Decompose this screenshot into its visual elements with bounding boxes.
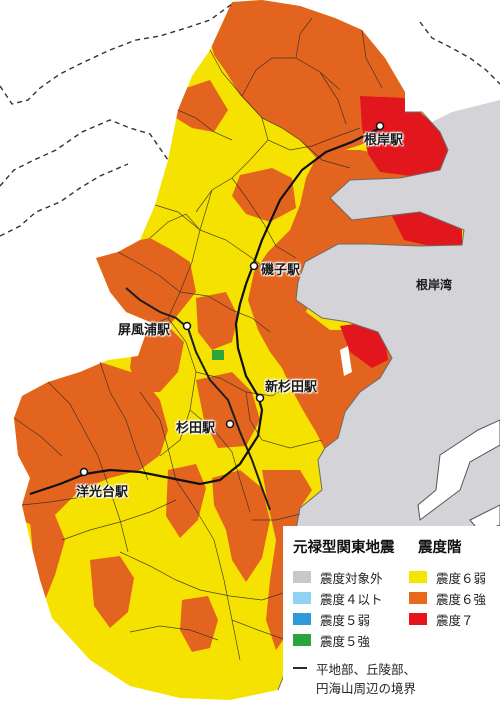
station-marker-isogo[interactable] (249, 261, 259, 271)
zone-south-4 (90, 556, 134, 628)
legend-swatch (293, 613, 311, 625)
unclassified-patch (340, 346, 352, 376)
legend-label: 震度５強 (320, 633, 371, 649)
zone-east-7 (340, 322, 388, 368)
station-marker-shinsugita[interactable] (255, 393, 265, 403)
legend-panel: 元禄型関東地震 震度階 震度対象外 震度４以ト 震度５弱 震度５強 震度６弱 震… (283, 526, 500, 706)
legend-item-intensity-6-lower: 震度６弱 (409, 568, 486, 586)
legend-swatch (409, 592, 427, 604)
zone-west-upper (92, 238, 196, 330)
zone-south-1 (212, 470, 270, 582)
station-marker-byobugaura[interactable] (182, 321, 192, 331)
coastline (277, 111, 465, 691)
station-marker-sugita[interactable] (225, 419, 235, 429)
legend-title-scale: 震度階 (418, 540, 462, 556)
pier (417, 419, 500, 521)
legend-boundary-text-2: 円海山周辺の境界 (316, 681, 417, 696)
station-marker-negishi[interactable] (375, 121, 385, 131)
intensity-5-upper-patch (212, 350, 224, 360)
legend-item-intensity-5-upper: 震度５強 (293, 631, 370, 649)
station-markers (79, 121, 385, 477)
railway-line (29, 127, 381, 496)
legend-title: 元禄型関東地震 (293, 540, 395, 556)
legend-label: 震度５弱 (320, 612, 371, 628)
legend-item-intensity-4: 震度４以ト (293, 589, 383, 607)
zone-west-mid (130, 326, 184, 392)
station-label-isogo: 磯子駅 (261, 263, 301, 278)
legend-swatch (293, 634, 311, 646)
station-marker-yokodai[interactable] (79, 467, 89, 477)
station-label-negishi: 根岸駅 (364, 133, 404, 148)
zone-central (196, 292, 238, 350)
zone-north (200, 0, 410, 162)
legend-item-intensity-6-upper: 震度６強 (409, 589, 486, 607)
station-label-sugita: 杉田駅 (176, 421, 216, 436)
terrain-boundary-line (125, 287, 271, 511)
legend-swatch (409, 571, 427, 583)
legend-boundary-line-sample (293, 667, 307, 669)
zone-south-5 (180, 596, 218, 652)
zone-negishi-7 (360, 96, 448, 176)
district-boundaries (13, 17, 383, 661)
legend-label: 震度６弱 (436, 570, 487, 586)
legend-boundary-text-1: 平地部、丘陵部、 (316, 662, 417, 677)
legend-label: 震度７ (436, 612, 474, 628)
legend-swatch (409, 613, 427, 625)
zone-mid-east (232, 168, 296, 222)
station-label-byobugaura: 屏風浦駅 (118, 323, 171, 338)
station-label-shinsugita: 新杉田駅 (265, 380, 318, 395)
legend-item-out-of-scope: 震度対象外 (293, 568, 383, 586)
zone-south-west (14, 362, 168, 530)
legend-label: 震度対象外 (320, 570, 383, 586)
zone-north-west (176, 80, 228, 132)
legend-item-intensity-7: 震度７ (409, 610, 474, 628)
city-border-dashed (0, 3, 500, 237)
station-label-yokodai: 洋光台駅 (76, 485, 129, 500)
legend-label: 震度６強 (436, 591, 487, 607)
bay-label: 根岸湾 (416, 278, 453, 292)
legend-swatch (293, 571, 311, 583)
legend-item-intensity-5-lower: 震度５弱 (293, 610, 370, 628)
legend-label: 震度４以ト (320, 591, 383, 607)
legend-swatch (293, 592, 311, 604)
